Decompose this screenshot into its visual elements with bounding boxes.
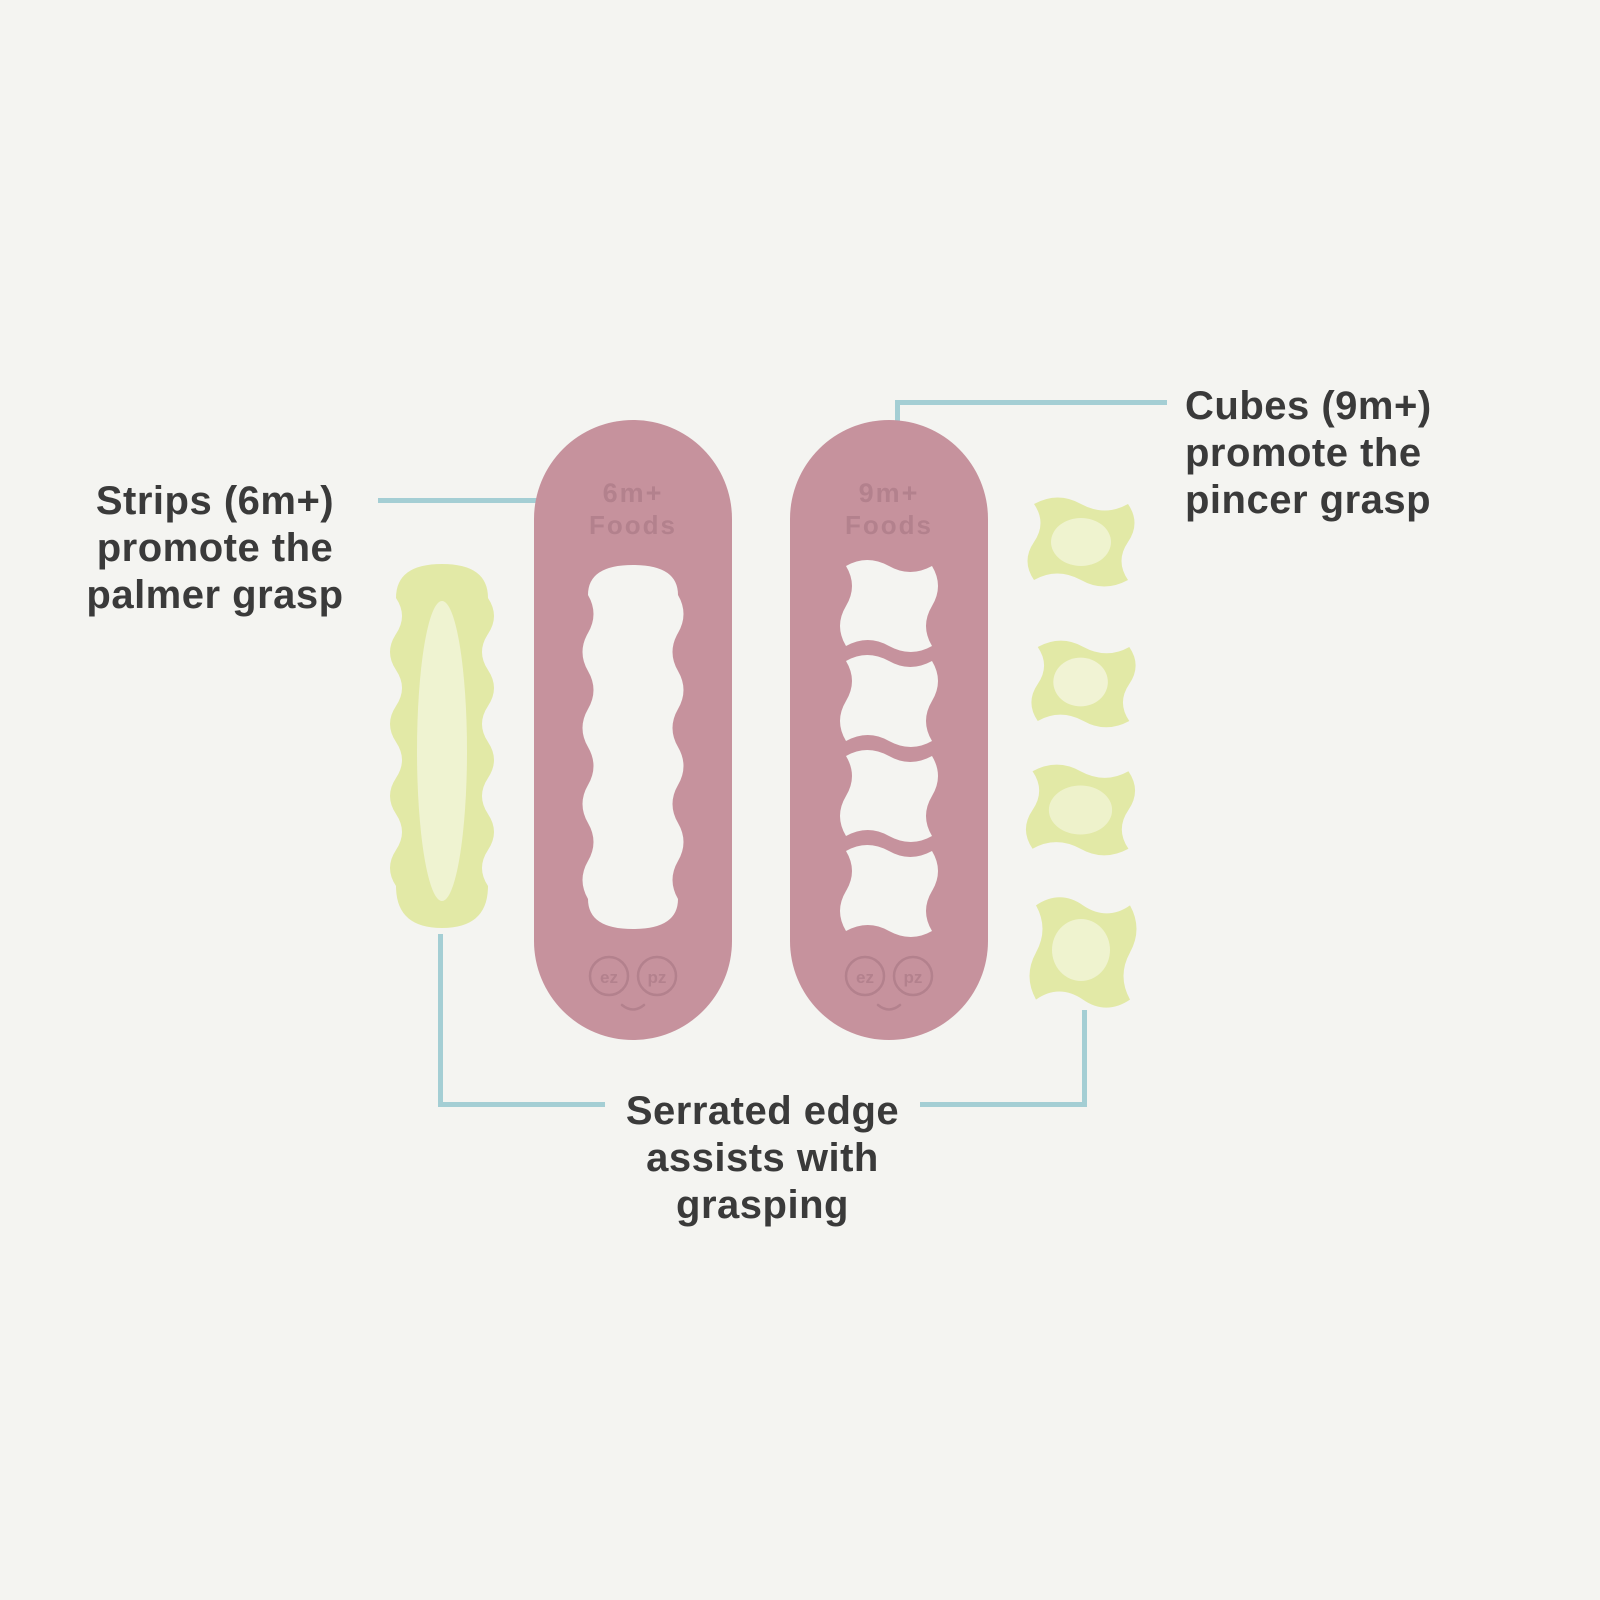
logo-smile-icon: [876, 1003, 902, 1011]
melon-cube-3: [1025, 764, 1136, 856]
callout-line-strips: [378, 498, 538, 503]
callout-line-serrated-right-horizontal: [920, 1102, 1087, 1107]
callout-cubes-label: Cubes (9m+) promote the pincer grasp: [1185, 383, 1485, 525]
cube-cutter-cutout-2: [840, 655, 938, 747]
logo-ez-circle: [844, 955, 886, 997]
melon-cube-highlight: [1052, 919, 1110, 981]
callout-cubes-line1: Cubes (9m+): [1185, 384, 1432, 428]
logo-pz-circle: [892, 955, 934, 997]
strip-cutter: 6m+ Foods ez pz: [534, 420, 732, 1040]
callout-line-serrated-right-vertical: [1082, 1010, 1087, 1107]
cube-cutter-foods-text: Foods: [845, 510, 933, 540]
strip-cutter-serrated-cutout: [582, 565, 684, 929]
cube-cutter-age-text: 9m+: [859, 478, 920, 508]
callout-line-serrated-left-vertical: [438, 934, 443, 1107]
callout-serrated-line2: assists with: [646, 1136, 879, 1181]
callout-serrated-label: Serrated edge assists with grasping: [590, 1088, 935, 1230]
callout-line-cubes-horizontal: [895, 400, 1167, 405]
callout-line-serrated-left-horizontal: [438, 1102, 605, 1107]
callout-strips-label: Strips (6m+) promote the palmer grasp: [52, 478, 378, 620]
melon-strip: [390, 564, 494, 928]
cube-cutter-cutout-1: [840, 560, 938, 652]
callout-serrated-line3: grasping: [676, 1183, 849, 1228]
melon-cube-1: [1027, 497, 1135, 587]
melon-cube-highlight: [1051, 518, 1111, 566]
logo-ez-circle: [588, 955, 630, 997]
callout-strips-line2: promote the: [96, 526, 334, 571]
strip-cutter-age-text: 6m+: [603, 478, 664, 508]
callout-cubes-line2: promote the: [1185, 431, 1422, 476]
cube-cutter-cutout-3: [840, 750, 938, 842]
logo-ez-text: ez: [600, 968, 618, 987]
callout-strips-line1: Strips (6m+): [95, 479, 335, 523]
melon-cube-4: [1029, 897, 1137, 1008]
logo-smile-icon: [620, 1003, 646, 1011]
melon-strip-highlight: [417, 601, 467, 901]
logo-ez-text: ez: [856, 968, 874, 987]
melon-cube-highlight: [1048, 785, 1113, 835]
melon-cube-2: [1031, 640, 1136, 728]
logo-pz-circle: [636, 955, 678, 997]
logo-pz-text: pz: [904, 968, 923, 987]
strip-cutter-foods-text: Foods: [589, 510, 677, 540]
callout-serrated-line1: Serrated edge: [625, 1089, 900, 1133]
callout-line-cubes-vertical: [895, 400, 900, 438]
logo-pz-text: pz: [648, 968, 667, 987]
cube-cutter-cutout-4: [840, 845, 938, 937]
callout-strips-line3: palmer grasp: [86, 573, 344, 618]
melon-cube-highlight: [1053, 657, 1108, 707]
cube-cutter: 9m+ Foods ez pz: [790, 420, 988, 1040]
callout-cubes-line3: pincer grasp: [1185, 478, 1432, 523]
